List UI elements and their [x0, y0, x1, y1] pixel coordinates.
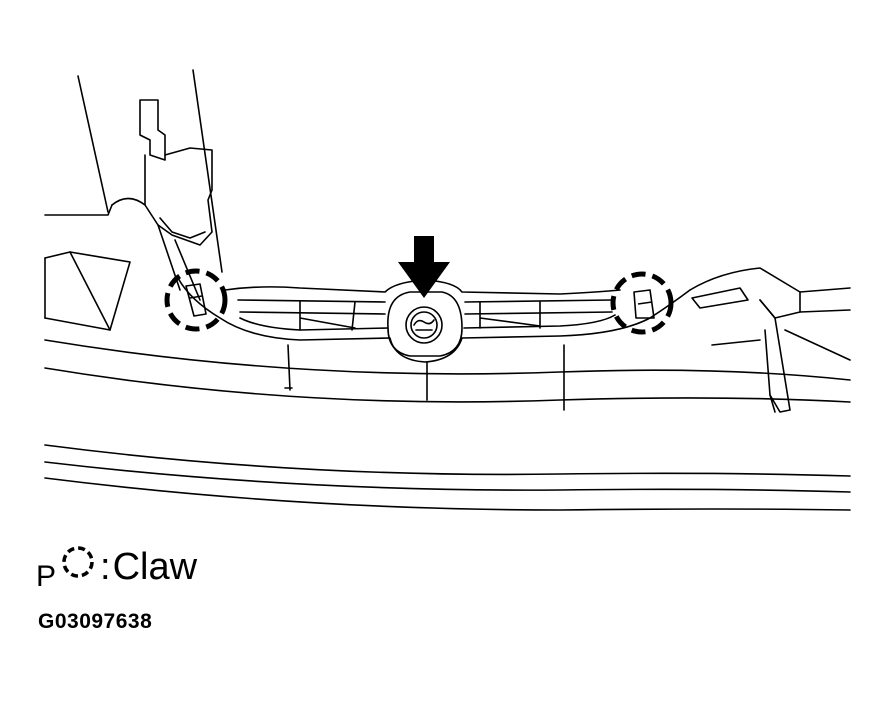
right-bracket-slot [691, 287, 749, 309]
dashed-circle-icon [62, 546, 94, 578]
bumper-ridge-1 [44, 367, 851, 403]
figure-id: G03097638 [38, 610, 153, 633]
left-block [44, 251, 131, 331]
install-arrow-icon [398, 236, 450, 298]
right-bracket-edge [711, 287, 851, 361]
retainer-inner-rail [239, 314, 616, 331]
retainer-ribs [299, 301, 541, 331]
bracket-body [144, 147, 213, 246]
legend-separator: : [100, 546, 111, 588]
right-bracket-plate [689, 267, 801, 319]
bumper-top-line [44, 339, 851, 381]
claw-left-shape [185, 283, 207, 317]
right-bracket-foot [769, 394, 776, 413]
legend-prefix: P [36, 560, 57, 593]
right-bracket-arm [759, 299, 791, 413]
claw-marker-right [610, 271, 674, 335]
legend-label: Claw [112, 546, 198, 588]
screw-outer [405, 306, 443, 344]
screw-head [410, 311, 438, 339]
upper-panel-base [44, 204, 113, 216]
center-boss [387, 291, 463, 357]
legend: P : Claw [36, 530, 197, 594]
bracket-upper-tab [139, 99, 166, 161]
upper-panel-left-edge [77, 75, 109, 213]
retainer-slot-right [464, 299, 613, 315]
bracket-finger-lower [159, 217, 206, 239]
claw-marker-left [164, 268, 228, 332]
claw-right-shape [633, 289, 655, 319]
screw-slot [413, 319, 435, 331]
bumper-ridge-2 [44, 444, 851, 477]
retainer-slot-left [237, 299, 386, 315]
upper-panel-right-edge [192, 69, 223, 273]
bumper-ridge-3 [44, 461, 851, 493]
left-block-top [69, 251, 111, 331]
retainer-hanger-left [284, 344, 293, 391]
bumper-lower-edge [44, 477, 851, 511]
bracket-hook [111, 197, 146, 206]
